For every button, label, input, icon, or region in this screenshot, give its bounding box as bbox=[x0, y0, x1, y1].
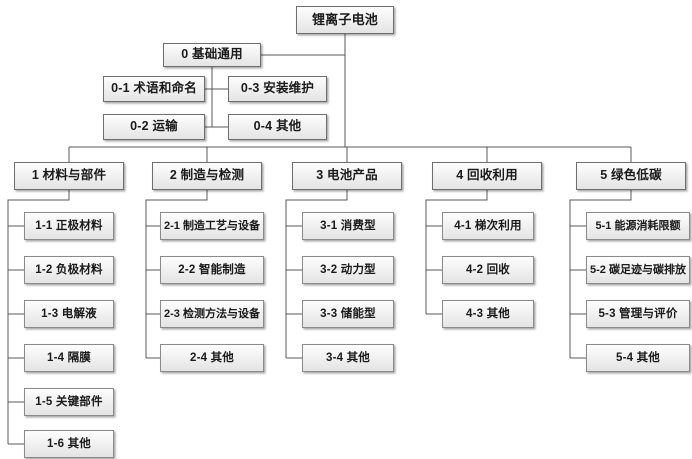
category-node-2[interactable]: 3 电池产品 bbox=[292, 162, 402, 190]
category-trunk-3 bbox=[425, 190, 488, 314]
leaf-node-0-3[interactable]: 1-4 隔膜 bbox=[24, 344, 114, 372]
leaf-node-1-1[interactable]: 2-2 智能制造 bbox=[160, 256, 264, 284]
general-branch-node[interactable]: 0 基础通用 bbox=[163, 43, 261, 67]
category-node-3[interactable]: 4 回收利用 bbox=[432, 162, 542, 190]
leaf-node-3-1[interactable]: 4-2 回收 bbox=[442, 256, 534, 284]
leaf-node-2-2[interactable]: 3-3 储能型 bbox=[302, 300, 394, 328]
category-node-4[interactable]: 5 绿色低碳 bbox=[576, 162, 686, 190]
leaf-node-3-2[interactable]: 4-3 其他 bbox=[442, 300, 534, 328]
leaf-node-0-0[interactable]: 1-1 正极材料 bbox=[24, 212, 114, 240]
leaf-node-0-2[interactable]: 1-3 电解液 bbox=[24, 300, 114, 328]
leaf-node-1-0[interactable]: 2-1 制造工艺与设备 bbox=[160, 212, 264, 240]
leaf-node-1-2[interactable]: 2-3 检测方法与设备 bbox=[160, 300, 264, 328]
leaf-node-2-0[interactable]: 3-1 消费型 bbox=[302, 212, 394, 240]
category-node-1[interactable]: 2 制造与检测 bbox=[152, 162, 262, 190]
leaf-node-2-3[interactable]: 3-4 其他 bbox=[302, 344, 394, 372]
root-node[interactable]: 锂离子电池 bbox=[296, 6, 394, 34]
leaf-node-4-2[interactable]: 5-3 管理与评价 bbox=[586, 300, 690, 328]
leaf-node-4-1[interactable]: 5-2 碳足迹与碳排放 bbox=[586, 256, 690, 284]
general-child-node-3[interactable]: 0-4 其他 bbox=[228, 114, 327, 140]
leaf-node-4-0[interactable]: 5-1 能源消耗限额 bbox=[586, 212, 690, 240]
general-child-node-0[interactable]: 0-1 术语和命名 bbox=[103, 76, 205, 102]
leaf-node-3-0[interactable]: 4-1 梯次利用 bbox=[442, 212, 534, 240]
leaf-node-2-1[interactable]: 3-2 动力型 bbox=[302, 256, 394, 284]
leaf-node-0-4[interactable]: 1-5 关键部件 bbox=[24, 388, 114, 416]
leaf-node-4-3[interactable]: 5-4 其他 bbox=[586, 344, 690, 372]
general-child-node-1[interactable]: 0-2 运输 bbox=[103, 114, 205, 140]
category-node-0[interactable]: 1 材料与部件 bbox=[14, 162, 124, 190]
leaf-node-0-5[interactable]: 1-6 其他 bbox=[24, 430, 114, 458]
leaf-node-1-3[interactable]: 2-4 其他 bbox=[160, 344, 264, 372]
general-child-node-2[interactable]: 0-3 安装维护 bbox=[228, 76, 327, 102]
leaf-node-0-1[interactable]: 1-2 负极材料 bbox=[24, 256, 114, 284]
